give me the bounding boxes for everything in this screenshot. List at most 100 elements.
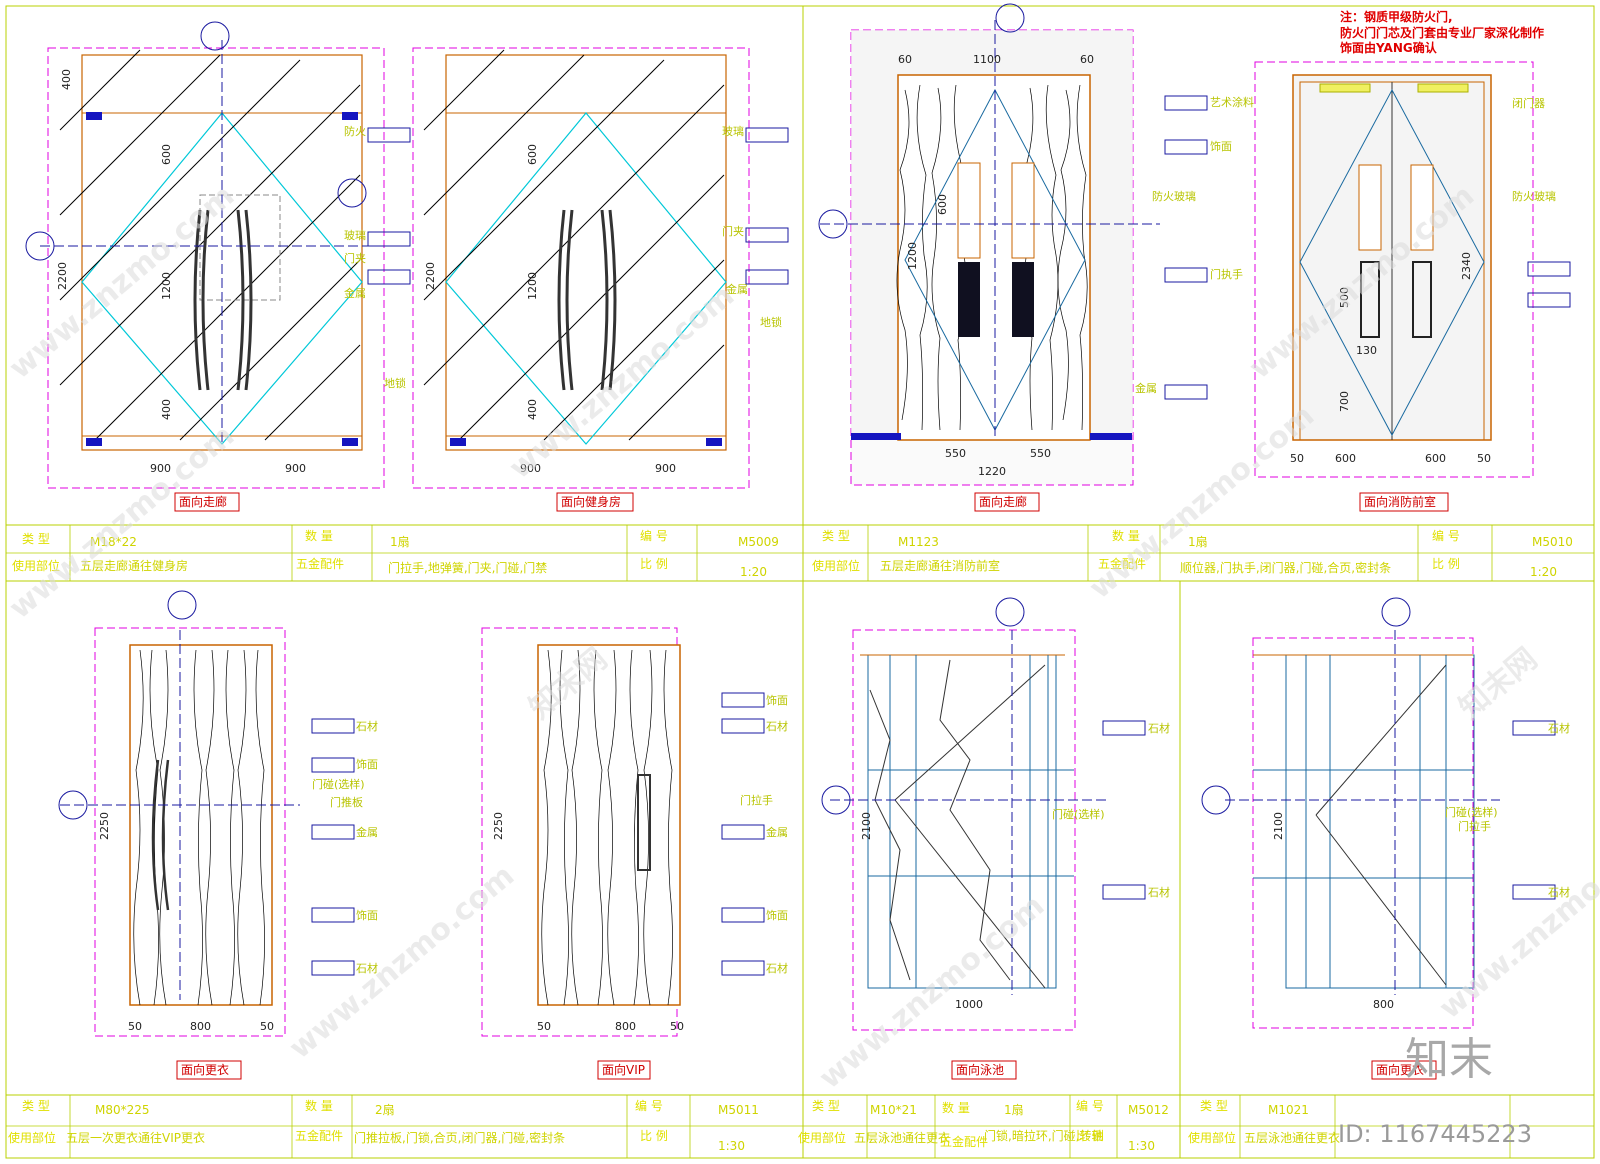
- dim-label: 2250: [492, 812, 505, 840]
- panel-glass-door-corridor: [25, 21, 385, 489]
- view-caption: 面向健身房: [561, 494, 621, 509]
- tb-scale-value: 1:20: [740, 565, 767, 579]
- callout-label: 石材: [1548, 721, 1570, 735]
- dim-label: 60: [898, 53, 912, 66]
- callout-label: 石材: [1148, 721, 1170, 735]
- tb-hw-value: 门拉手,地弹簧,门夹,门碰,门禁: [388, 560, 547, 575]
- tb-qty-label: 数 量: [1112, 528, 1140, 543]
- tb-use-label: 使用部位: [798, 1130, 846, 1145]
- tb-hw-value: 门锁,暗拉环,门碰,转轴: [984, 1128, 1103, 1143]
- dim-label: 600: [160, 144, 173, 165]
- panel-wood-door-vip: [481, 627, 681, 1037]
- dim-label: 600: [936, 194, 949, 215]
- tb-scale-label: 比 例: [640, 557, 668, 571]
- tb-hw-value: 门推拉板,门锁,合页,闭门器,门碰,密封条: [354, 1130, 565, 1145]
- dim-label: 800: [1373, 998, 1394, 1011]
- callout-label: 玻璃: [344, 228, 366, 242]
- dim-label: 600: [1335, 452, 1356, 465]
- dim-label: 2340: [1460, 252, 1473, 280]
- callout-label: 金属: [344, 286, 366, 300]
- tb-use-value: 五层泳池通往更衣: [1244, 1130, 1340, 1145]
- callout-label: 门推板: [330, 795, 363, 809]
- tb-use-label: 使用部位: [1188, 1130, 1236, 1145]
- dim-label: 700: [1338, 391, 1351, 412]
- callout-label: 防火玻璃: [1512, 189, 1556, 203]
- dim-label: 50: [537, 1020, 551, 1033]
- tb-type-value: M18*22: [90, 535, 137, 549]
- callout-label: 门夹: [344, 251, 366, 265]
- dim-label: 1200: [526, 272, 539, 300]
- tb-use-label: 使用部位: [8, 1130, 56, 1145]
- dim-label: 600: [1425, 452, 1446, 465]
- callout-label: 玻璃: [722, 124, 744, 138]
- tb-qty-label: 数 量: [305, 1098, 333, 1113]
- tb-type-value: M10*21: [870, 1103, 917, 1117]
- callout-label: 闭门器: [1512, 96, 1545, 110]
- tb-code-label: 编 号: [1432, 528, 1460, 543]
- callout-label: 门执手: [1210, 267, 1243, 281]
- panel4-callouts: 石材 门碰(选样) 石材 石材 门碰(选样) 门拉手 石材: [1052, 720, 1570, 900]
- dim-label: 800: [190, 1020, 211, 1033]
- tb-scale-label: 比 例: [640, 1129, 668, 1143]
- dim-label: 2100: [860, 812, 873, 840]
- dim-label: 2100: [1272, 812, 1285, 840]
- tb-hw-label: 五金配件: [1098, 556, 1146, 571]
- dim-label: 1200: [160, 272, 173, 300]
- dim-label: 2250: [98, 812, 111, 840]
- panel-stone-door-pool: [821, 597, 1110, 1031]
- fire-door-note: 注：钢质甲级防火门, 防火门门芯及门套由专业厂家深化制作 饰面由YANG确认: [1340, 9, 1544, 55]
- panel-fire-door-corridor: [818, 3, 1160, 486]
- id-text: ID: 1167445223: [1338, 1120, 1532, 1148]
- title-block-m5009: 类 型 M18*22 数 量 1扇 编 号 M5009 使用部位 五层走廊通往健…: [12, 528, 779, 579]
- tb-type-label: 类 型: [1200, 1099, 1228, 1113]
- watermark-text: www.znzmo.com: [813, 888, 1051, 1096]
- dim-label: 2200: [56, 262, 69, 290]
- dim-label: 1220: [978, 465, 1006, 478]
- tb-type-label: 类 型: [22, 532, 50, 546]
- dim-label: 500: [1338, 287, 1351, 308]
- callout-label: 石材: [356, 961, 378, 975]
- dim-label: 50: [260, 1020, 274, 1033]
- tb-code-value: M5011: [718, 1103, 759, 1117]
- tb-hw-value: 顺位器,门执手,闭门器,门碰,合页,密封条: [1180, 560, 1391, 575]
- tb-hw-label: 五金配件: [295, 1128, 343, 1143]
- brand-logo: 知末: [1405, 1034, 1493, 1085]
- dim-label: 550: [945, 447, 966, 460]
- tb-type-value: M1021: [1268, 1103, 1309, 1117]
- callout-label: 门碰(选样): [312, 777, 365, 791]
- dim-label: 1000: [955, 998, 983, 1011]
- tb-use-value: 五层一次更衣通往VIP更衣: [66, 1130, 205, 1145]
- tb-code-label: 编 号: [1076, 1098, 1104, 1113]
- dim-label: 50: [128, 1020, 142, 1033]
- panel2-captions: 面向走廊 面向消防前室: [974, 492, 1449, 512]
- tb-qty-label: 数 量: [305, 528, 333, 543]
- panel3-callouts: 石材 饰面 门碰(选样) 门推板 金属 饰面 石材 饰面 石材 门拉手 金属 饰…: [311, 692, 788, 976]
- dim-label: 900: [655, 462, 676, 475]
- tb-scale-value: 1:20: [1530, 565, 1557, 579]
- watermark-text: www.znzmo.com: [283, 858, 521, 1066]
- callout-label: 防火玻璃: [1152, 189, 1196, 203]
- callout-label: 门碰(选样): [1445, 805, 1498, 819]
- tb-scale-value: 1:30: [1128, 1139, 1155, 1153]
- callout-label: 金属: [766, 825, 788, 839]
- panel1-dimensions: 900 900 900 900 400 600 1200 400 2200 22…: [56, 69, 676, 475]
- panel1-captions: 面向走廊 面向健身房: [174, 492, 634, 512]
- dim-label: 550: [1030, 447, 1051, 460]
- tb-code-value: M5009: [738, 535, 779, 549]
- logo-text: 知末: [1405, 1034, 1493, 1085]
- panel-glass-door-gym: [412, 47, 750, 489]
- tb-code-value: M5012: [1128, 1103, 1169, 1117]
- view-caption: 面向更衣: [1376, 1062, 1424, 1077]
- callout-label: 饰面: [1210, 139, 1232, 153]
- tb-qty-value: 1扇: [1004, 1102, 1024, 1117]
- panel-fire-door-anteroom: [1254, 61, 1534, 478]
- callout-label: 地锁: [760, 315, 782, 329]
- view-caption: 面向走廊: [179, 494, 227, 509]
- callout-label: 地锁: [384, 376, 406, 390]
- panel-wood-door-changing: [58, 590, 300, 1037]
- tb-scale-value: 1:30: [718, 1139, 745, 1153]
- tb-type-label: 类 型: [22, 1099, 50, 1113]
- callout-label: 石材: [766, 961, 788, 975]
- dim-label: 1200: [906, 242, 919, 270]
